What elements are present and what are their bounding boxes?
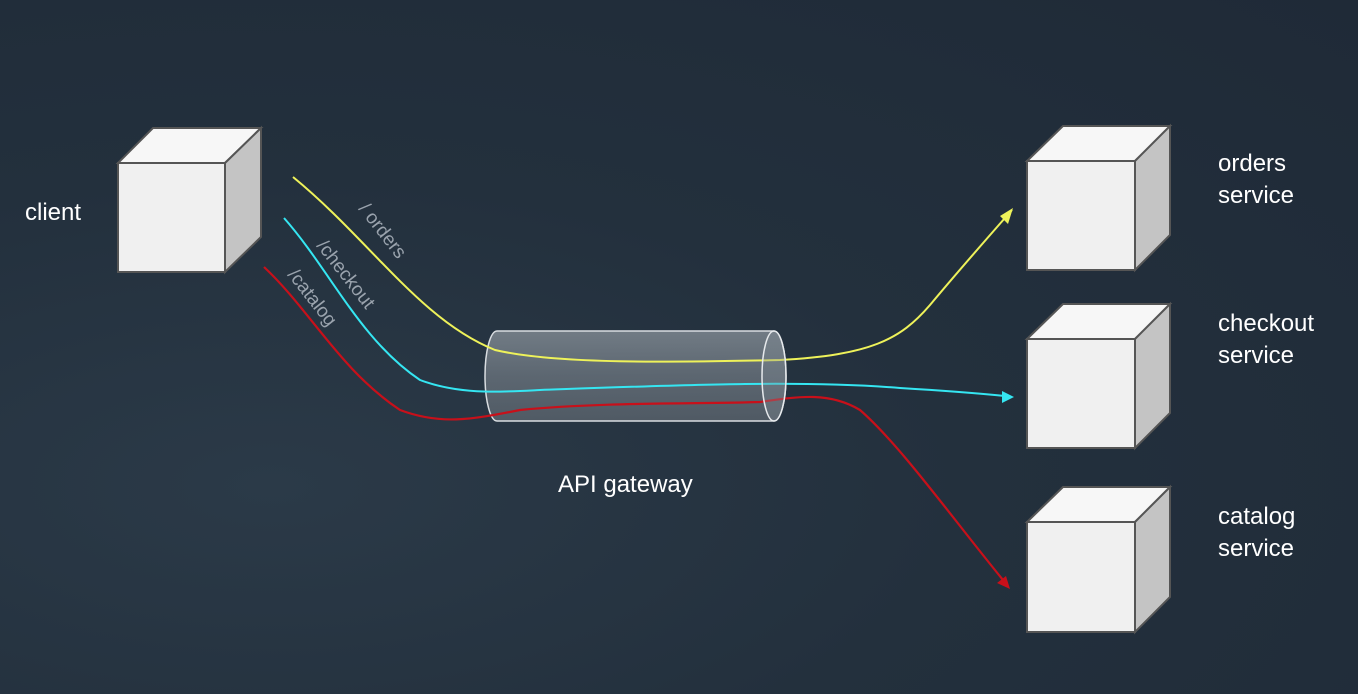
checkout-service-label: checkout service	[1218, 310, 1321, 369]
orders-service-line2: service	[1218, 182, 1294, 209]
orders-service-node	[1024, 123, 1173, 273]
orders-service-line1: orders	[1218, 150, 1286, 177]
catalog-service-line2: service	[1218, 535, 1294, 562]
route-checkout-arrowhead	[1002, 391, 1014, 403]
route-catalog	[263, 266, 1010, 589]
api-gateway-label: API gateway	[558, 471, 693, 498]
route-checkout-line	[283, 217, 1006, 397]
checkout-service-line1: checkout	[1218, 310, 1314, 337]
catalog-service-line1: catalog	[1218, 503, 1295, 530]
route-catalog-line	[263, 266, 1004, 581]
client-node	[115, 125, 264, 275]
catalog-service-label: catalog service	[1218, 503, 1302, 562]
route-label-orders: / orders	[354, 199, 410, 263]
route-orders-arrowhead	[1000, 208, 1013, 224]
client-label: client	[25, 199, 81, 226]
api-gateway-tube	[484, 330, 787, 422]
route-orders	[292, 176, 1013, 363]
route-catalog-arrowhead	[997, 576, 1010, 589]
cube-front	[117, 162, 226, 273]
tube-body	[484, 330, 787, 422]
route-checkout	[283, 217, 1014, 403]
route-orders-line	[292, 176, 1013, 363]
checkout-service-node	[1024, 301, 1173, 451]
orders-service-label: orders service	[1218, 150, 1294, 209]
catalog-service-node	[1024, 484, 1173, 635]
tube-front-rim	[761, 330, 787, 422]
checkout-service-line2: service	[1218, 342, 1294, 369]
